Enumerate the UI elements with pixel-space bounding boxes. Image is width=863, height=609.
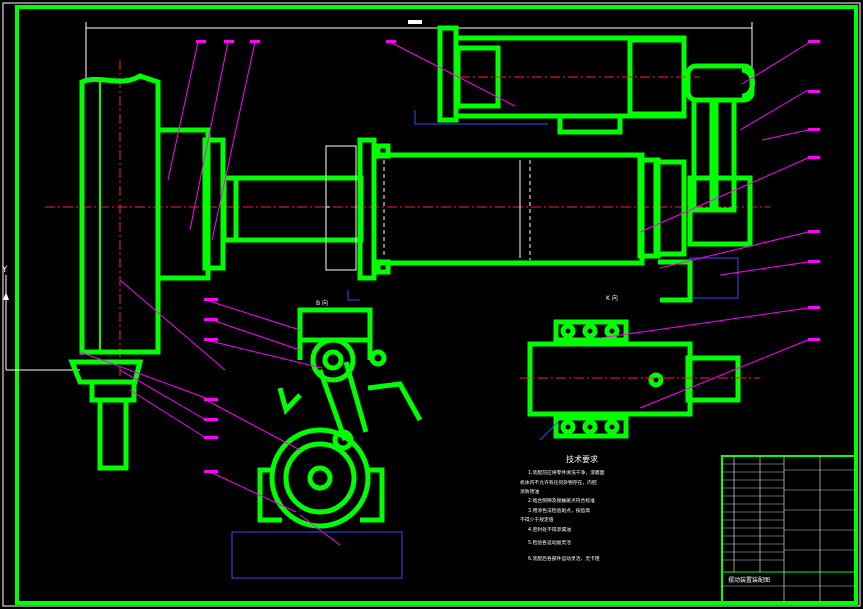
axis-y-label: Y [1,265,8,275]
rocker-link [685,63,755,247]
post-base [68,359,144,471]
top-cylinder [437,25,700,135]
view-k-label: K 向 [606,294,618,302]
main-cylinder [233,137,687,281]
view-k: K 向 [520,294,760,439]
tech-req-line: 5.检验各运动副灵活 [528,539,571,546]
tech-req-line: 2.啮合侧隙及接触斑点符合标准 [528,497,595,504]
part-number-tags [196,40,820,473]
vertical-post [79,73,239,355]
title-block-drawing-name: 摆动装置装配图 [728,576,770,584]
tech-req-line: 3.用涂色法检验斑点，按齿高 [528,507,590,514]
leader-lines [79,41,811,546]
tech-req-line: 1.装配前应将零件清洗干净，漆膜面 [528,469,605,476]
section-view-b: B 向 [231,299,423,579]
tech-req-line: 机体内不允许有任何杂物存在，内腔 [520,479,597,486]
blue-leaders [347,110,561,441]
hidden-detail [658,257,739,303]
overall-dimension [85,20,753,80]
tech-req-line: 4.密封处不得渗漏油 [528,526,571,533]
view-b-label: B 向 [316,299,328,307]
title-block: 摆动装置装配图 [721,455,857,603]
tech-req-line: 6.装配后各部件运动灵活，无卡阻 [528,555,600,562]
tech-requirements: 技术要求 1.装配前应将零件清洗干净，漆膜面 机体内不允许有任何杂物存在，内腔 … [520,454,605,562]
tech-req-line: 涂防锈油 [520,488,539,495]
ucs-axis-icon: Y [1,265,80,371]
tech-req-line: 不得少于规定值 [520,516,554,523]
tech-req-title: 技术要求 [566,454,598,464]
